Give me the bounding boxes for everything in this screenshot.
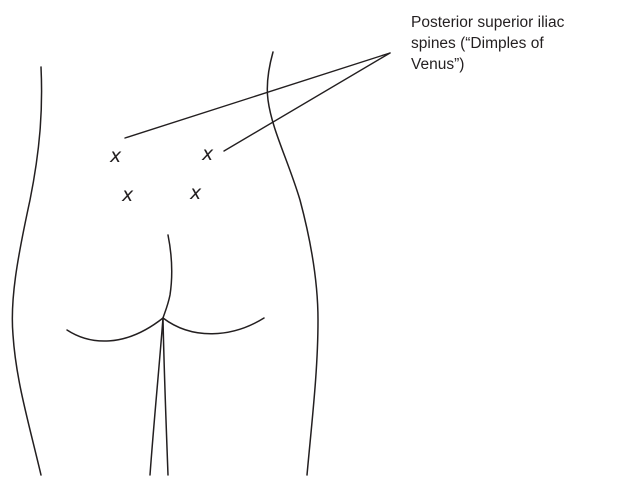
annotation-line-3: Venus”) [411, 56, 464, 73]
inner-right-thigh [163, 318, 168, 475]
right-body-contour [267, 52, 318, 475]
annotation-label: Posterior superior iliac spines (“Dimple… [411, 14, 565, 73]
inner-left-thigh [150, 318, 163, 475]
left-gluteal-fold [67, 318, 163, 341]
gluteal-cleft [163, 235, 172, 318]
psis-left-mark: x [109, 145, 122, 167]
annotation-line-1: Posterior superior iliac [411, 14, 565, 31]
leader-line-right [224, 53, 390, 151]
body-outline [12, 52, 318, 475]
lower-right-mark: x [189, 182, 202, 204]
psis-right-mark: x [201, 143, 214, 165]
left-body-contour [12, 67, 41, 475]
lower-left-mark: x [121, 184, 134, 206]
leader-line-left [125, 53, 390, 138]
annotation-line-2: spines (“Dimples of [411, 35, 544, 52]
right-gluteal-fold [163, 318, 264, 334]
